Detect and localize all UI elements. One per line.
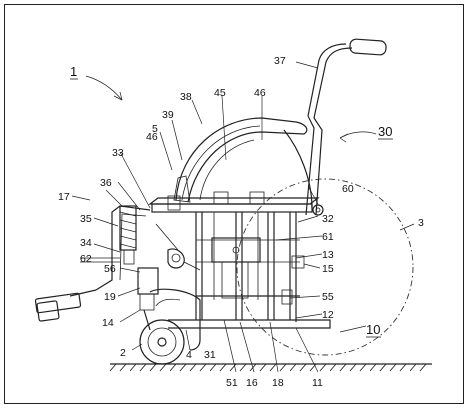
label-36: 36 (100, 177, 112, 189)
label-5: 5 (152, 123, 158, 135)
label-51: 51 (226, 377, 238, 389)
label-18: 18 (272, 377, 284, 389)
label-16: 16 (246, 377, 258, 389)
shock-absorber (119, 205, 137, 265)
label-1: 1 (70, 64, 77, 79)
label-30: 30 (378, 124, 392, 139)
ground-line (109, 363, 432, 372)
label-45: 45 (214, 87, 226, 99)
label-46-right: 46 (254, 87, 266, 99)
label-2: 2 (120, 347, 126, 359)
label-19: 19 (104, 291, 116, 303)
frame-uprights (195, 212, 297, 322)
label-55: 55 (322, 291, 334, 303)
leg-rest (34, 205, 151, 322)
label-11: 11 (312, 377, 323, 389)
label-62: 62 (80, 253, 92, 265)
label-4: 4 (186, 349, 192, 361)
caster-assembly (137, 267, 185, 365)
label-32: 32 (322, 213, 334, 225)
link-lever (155, 223, 201, 271)
label-15: 15 (322, 263, 334, 275)
label-31: 31 (204, 349, 216, 361)
label-3: 3 (418, 217, 424, 229)
label-39: 39 (162, 109, 174, 121)
label-61: 61 (322, 231, 334, 243)
label-34: 34 (80, 237, 92, 249)
label-46-left: 46 (146, 131, 158, 143)
label-14: 14 (102, 317, 114, 329)
rear-wheel-outline (236, 178, 414, 356)
lower-frame (149, 288, 331, 351)
label-17: 17 (58, 191, 70, 203)
label-37: 37 (274, 55, 286, 67)
seat-frame (148, 191, 320, 213)
backrest-frame (283, 115, 323, 216)
label-10: 10 (366, 322, 380, 337)
label-56: 56 (104, 263, 116, 275)
label-13: 13 (322, 249, 334, 261)
numeral-underlines (70, 78, 393, 338)
push-handle (307, 38, 387, 119)
armrest (173, 117, 308, 203)
reference-arrows (85, 75, 377, 143)
label-38: 38 (180, 91, 192, 103)
label-33: 33 (112, 147, 124, 159)
reference-numerals: 1 2 3 4 5 10 11 12 13 14 15 16 17 18 19 … (58, 55, 424, 389)
label-35: 35 (80, 213, 92, 225)
label-60: 60 (342, 183, 354, 195)
leader-lines (71, 61, 415, 373)
rear-axle-hub (312, 204, 324, 216)
label-12: 12 (322, 309, 334, 321)
brake-unit (196, 237, 305, 305)
